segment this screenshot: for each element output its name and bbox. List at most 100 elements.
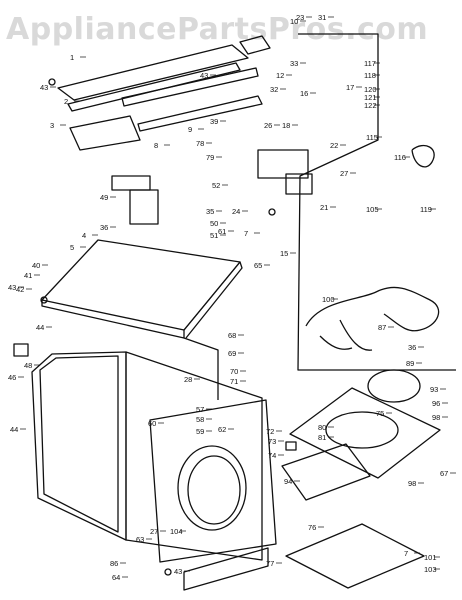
top-trim-strip-2 — [67, 62, 241, 112]
part-number-label: 12 — [276, 71, 284, 80]
part-number-label: 61 — [218, 227, 226, 236]
part-number-label: 98 — [432, 413, 440, 422]
part-number-label: 7 — [404, 549, 408, 558]
bracket-2 — [285, 441, 297, 451]
part-number-label: 86 — [110, 559, 118, 568]
part-number-label: 58 — [196, 415, 204, 424]
part-number-label: 15 — [280, 249, 288, 258]
screw — [40, 296, 48, 304]
part-number-label: 44 — [10, 425, 18, 434]
part-number-label: 33 — [290, 59, 298, 68]
part-number-label: 62 — [218, 425, 226, 434]
part-number-label: 4 — [82, 231, 86, 240]
part-number-label: 80 — [318, 423, 326, 432]
wiring-inset-border — [297, 33, 456, 371]
wire-lead — [411, 145, 435, 168]
part-number-label: 7 — [244, 229, 248, 238]
switch-plate — [285, 173, 313, 195]
toe-panel — [183, 547, 269, 591]
part-number-label: 43 — [200, 71, 208, 80]
part-number-label: 67 — [440, 469, 448, 478]
part-number-label: 118 — [364, 71, 376, 80]
part-number-label: 22 — [330, 141, 338, 150]
door-opening-inner — [187, 455, 241, 525]
part-number-label: 16 — [300, 89, 308, 98]
screw — [48, 78, 56, 86]
part-number-label: 64 — [112, 573, 120, 582]
part-number-label: 36 — [408, 343, 416, 352]
part-number-label: 52 — [212, 181, 220, 190]
part-number-label: 48 — [24, 361, 32, 370]
part-number-label: 28 — [184, 375, 192, 384]
part-number-label: 75 — [376, 409, 384, 418]
part-number-label: 103 — [424, 565, 437, 574]
part-number-label: 121 — [364, 93, 377, 102]
part-number-label: 46 — [8, 373, 16, 382]
cabinet-top-edge — [41, 300, 185, 339]
label-plate — [111, 175, 151, 191]
top-trim-strip — [57, 44, 249, 101]
part-number-label: 36 — [100, 223, 108, 232]
base-tray — [285, 523, 425, 589]
part-number-label: 122 — [364, 101, 377, 110]
part-number-label: 18 — [282, 121, 290, 130]
part-number-label: 42 — [16, 285, 24, 294]
part-number-label: 71 — [230, 377, 238, 386]
watermark: AppliancePartsPros.com — [6, 12, 429, 47]
lid-opening — [325, 411, 399, 449]
part-number-label: 17 — [346, 83, 354, 92]
rail — [121, 67, 259, 107]
wire-harness — [305, 286, 440, 351]
part-number-label: 98 — [408, 479, 416, 488]
part-number-label: 10 — [290, 17, 298, 26]
front-trim — [69, 115, 141, 151]
part-number-label: 41 — [24, 271, 32, 280]
part-number-label: 68 — [228, 331, 236, 340]
front-panel — [149, 399, 277, 563]
part-number-label: 70 — [230, 367, 238, 376]
part-number-label: 21 — [320, 203, 328, 212]
part-number-label: 74 — [268, 451, 276, 460]
part-number-label: 96 — [432, 399, 440, 408]
part-number-label: 76 — [308, 523, 316, 532]
part-number-label: 2 — [64, 97, 68, 106]
part-number-label: 78 — [196, 139, 204, 148]
part-number-label: 115 — [366, 133, 378, 142]
cabinet-rear-edge — [183, 337, 219, 400]
part-number-label: 116 — [394, 153, 406, 162]
part-number-label: 27 — [150, 527, 158, 536]
part-number-label: 59 — [196, 427, 204, 436]
part-number-label: 24 — [232, 207, 240, 216]
part-number-label: 32 — [270, 85, 278, 94]
top-panel-back — [183, 261, 243, 339]
part-number-label: 44 — [36, 323, 44, 332]
rail-2 — [137, 95, 263, 132]
part-number-label: 43 — [8, 283, 16, 292]
cabinet-top — [41, 239, 241, 331]
part-number-label: 43 — [174, 567, 182, 576]
part-number-label: 117 — [364, 59, 376, 68]
screw — [164, 568, 172, 576]
top-lid — [289, 387, 441, 479]
part-number-label: 123 — [0, 0, 13, 2]
part-number-label: 9 — [188, 125, 192, 134]
end-cap — [239, 35, 271, 55]
part-number-label: 100 — [322, 295, 335, 304]
part-number-label: 60 — [148, 419, 156, 428]
part-number-label: 57 — [196, 405, 204, 414]
part-number-label: 73 — [268, 437, 276, 446]
part-number-label: 79 — [206, 153, 214, 162]
part-number-label: 26 — [264, 121, 272, 130]
part-number-label: 101 — [424, 553, 437, 562]
bracket — [13, 343, 29, 357]
part-number-label: 3 — [50, 121, 54, 130]
part-number-label: 104 — [170, 527, 183, 536]
part-number-label: 87 — [378, 323, 386, 332]
part-number-label: 77 — [266, 559, 274, 568]
part-number-label: 23 — [296, 13, 304, 22]
part-number-label: 120 — [364, 85, 377, 94]
part-number-label: 94 — [284, 477, 292, 486]
part-number-label: 31 — [318, 13, 326, 22]
part-number-label: 72 — [266, 427, 274, 436]
